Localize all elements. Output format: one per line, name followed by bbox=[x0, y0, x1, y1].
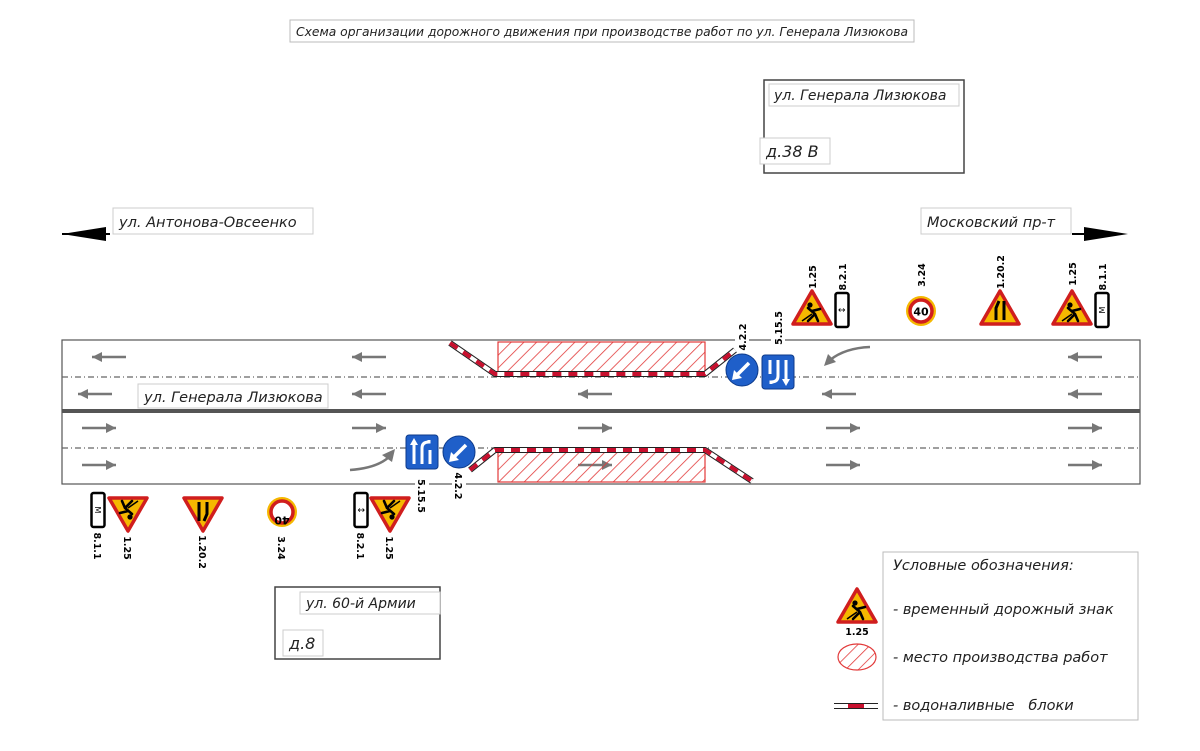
sign-code: 5.15.5 bbox=[774, 311, 785, 345]
direction-left-label: ул. Антонова-Овсеенко bbox=[118, 215, 297, 231]
plate-8-1-1-south: М 8.1.1 bbox=[90, 491, 106, 560]
sign-1-25-north-right: 1.25 bbox=[1051, 262, 1093, 326]
sign-code: 8.1.1 bbox=[1098, 263, 1109, 290]
sign-5-15-5-south: 5.15.5 bbox=[404, 433, 440, 513]
sign-code: 8.2.1 bbox=[354, 532, 365, 559]
plate-8-2-1-south: ↕ 8.2.1 bbox=[353, 491, 369, 560]
sign-code: 1.20.2 bbox=[196, 535, 207, 569]
sign-1-25-south-right: 1.25 bbox=[369, 496, 411, 560]
road-label-text: ул. Генерала Лизюкова bbox=[143, 390, 323, 406]
sign-code: 8.2.1 bbox=[838, 263, 849, 290]
barrier-south bbox=[468, 447, 754, 484]
svg-text:↕: ↕ bbox=[355, 506, 365, 514]
sign-5-15-5-north: 5.15.5 bbox=[760, 311, 796, 391]
legend-sign-code: 1.25 bbox=[845, 627, 868, 638]
sign-code: 1.25 bbox=[808, 265, 819, 288]
plate-8-2-1-north: ↕ 8.2.1 bbox=[834, 263, 850, 329]
title-box: Схема организации дорожного движения при… bbox=[289, 19, 915, 43]
sign-code: 4.2.2 bbox=[738, 323, 749, 350]
legend-item-barrier: - водоналивные блоки bbox=[893, 698, 1074, 714]
sign-code: 4.2.2 bbox=[452, 472, 463, 499]
speed-limit-value: 40 bbox=[913, 306, 929, 319]
sign-4-2-2-north: 4.2.2 bbox=[724, 323, 760, 388]
sign-code: 1.25 bbox=[383, 536, 394, 559]
plate-letter: М bbox=[1098, 306, 1107, 313]
sign-1-20-2-south: 1.20.2 bbox=[182, 496, 224, 569]
sign-code: 1.20.2 bbox=[996, 255, 1007, 289]
sign-code: 3.24 bbox=[917, 263, 928, 287]
sign-3-24-north: 40 3.24 bbox=[904, 263, 938, 328]
sign-code: 1.25 bbox=[121, 536, 132, 559]
legend-work-zone-icon bbox=[837, 643, 877, 671]
legend-item-sign: - временный дорожный знак bbox=[893, 602, 1114, 618]
barrier-north bbox=[448, 340, 737, 377]
work-zone-north bbox=[497, 341, 706, 375]
direction-right: Московский пр-т bbox=[920, 207, 1128, 241]
legend-item-work-zone: - место производства работ bbox=[893, 650, 1108, 666]
building-south-street: ул. 60-й Армии bbox=[305, 596, 416, 612]
sign-3-24-south: 40 3.24 bbox=[265, 495, 299, 560]
direction-right-label: Московский пр-т bbox=[927, 215, 1056, 231]
plate-letter: М bbox=[93, 507, 102, 514]
legend-sign-icon: 1.25 bbox=[836, 587, 878, 638]
building-north: ул. Генерала Лизюкова д.38 В bbox=[759, 79, 965, 174]
building-south-house: д.8 bbox=[288, 634, 315, 653]
sign-1-20-2-north: 1.20.2 bbox=[979, 255, 1021, 326]
sign-1-25-north-left: 1.25 bbox=[791, 265, 833, 326]
speed-limit-value: 40 bbox=[274, 514, 290, 527]
legend-title: Условные обозначения: bbox=[893, 558, 1074, 574]
svg-text:↕: ↕ bbox=[838, 306, 848, 314]
lane-change-arrow-south bbox=[349, 449, 395, 472]
lane-arrows bbox=[76, 345, 1104, 472]
building-north-street: ул. Генерала Лизюкова bbox=[773, 88, 946, 104]
sign-4-2-2-south: 4.2.2 bbox=[441, 434, 477, 500]
building-north-house: д.38 В bbox=[765, 142, 819, 161]
sign-code: 5.15.5 bbox=[415, 479, 426, 513]
work-zone-south bbox=[497, 449, 706, 483]
sign-1-25-south-left: 1.25 bbox=[107, 496, 149, 560]
building-south: ул. 60-й Армии д.8 bbox=[274, 586, 441, 660]
scheme-title: Схема организации дорожного движения при… bbox=[296, 24, 908, 39]
road-label: ул. Генерала Лизюкова bbox=[137, 383, 329, 409]
plate-8-1-1-north: М 8.1.1 bbox=[1094, 263, 1110, 329]
legend: Условные обозначения: 1.25 - временный д… bbox=[834, 551, 1139, 721]
direction-left: ул. Антонова-Овсеенко bbox=[62, 207, 314, 241]
lane-change-arrow-north bbox=[824, 345, 871, 366]
sign-code: 8.1.1 bbox=[91, 532, 102, 559]
sign-code: 1.25 bbox=[1068, 262, 1079, 285]
sign-code: 3.24 bbox=[275, 536, 286, 560]
